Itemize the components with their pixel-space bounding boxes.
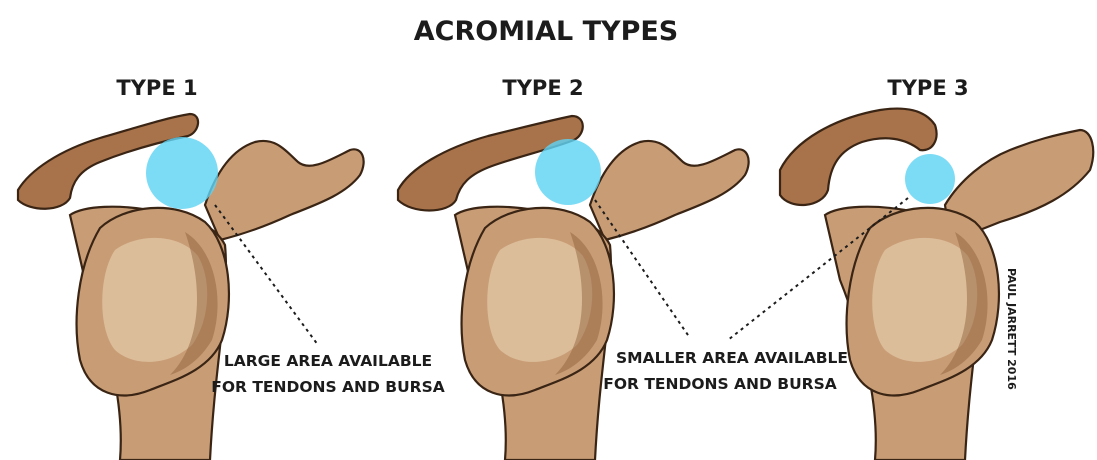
diagram-title: ACROMIAL TYPES [414,16,679,47]
types-2-3-caption-line-1: SMALLER AREA AVAILABLE [616,349,848,367]
type-1-scapula [18,114,364,460]
type-3-panel: TYPE 3 [728,76,1093,460]
type-3-scapula [780,109,1093,460]
type-1-caption-line-2: FOR TENDONS AND BURSA [211,378,445,396]
type-1-subacromial-space [146,137,218,209]
type-1-panel: TYPE 1 LARGE AREA AVAILABLE FOR TENDONS … [18,76,445,460]
type-2-scapula [398,116,749,460]
type-1-caption-line-1: LARGE AREA AVAILABLE [224,352,432,370]
type-3-label: TYPE 3 [887,76,968,100]
artist-credit: PAUL JARRETT 2016 [1005,268,1018,390]
type-3-subacromial-space [905,154,955,204]
types-2-3-caption-line-2: FOR TENDONS AND BURSA [603,375,837,393]
type-2-subacromial-space [535,139,601,205]
type-2-label: TYPE 2 [502,76,583,100]
type-1-label: TYPE 1 [116,76,197,100]
type-2-panel: TYPE 2 [398,76,749,460]
